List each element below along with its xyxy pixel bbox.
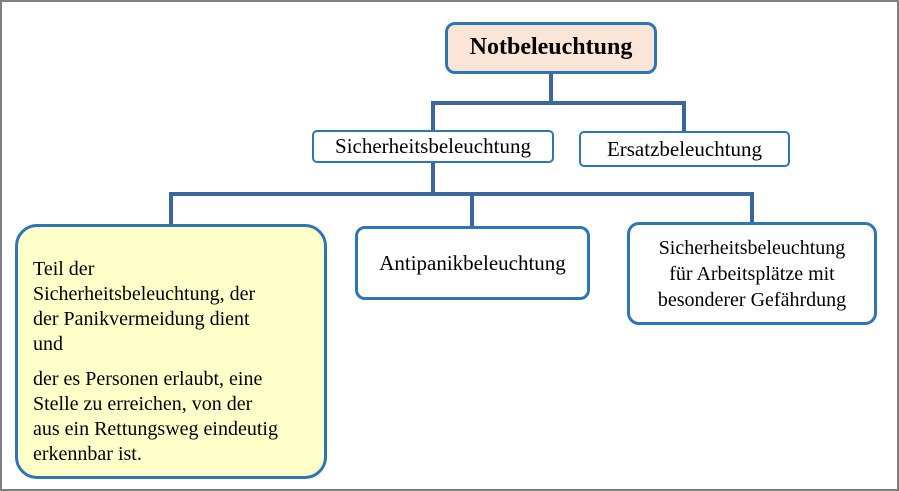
node-sicherheitsbeleuchtung-label: Sicherheitsbeleuchtung bbox=[335, 134, 531, 159]
connector-drop-sicherheitsbeleuchtung bbox=[431, 101, 435, 131]
node-notbeleuchtung-label: Notbeleuchtung bbox=[469, 34, 633, 61]
node-arbeitsplaetze: Sicherheitsbeleuchtung für Arbeitsplätze… bbox=[627, 222, 877, 325]
note-p1-line: Sicherheitsbeleuchtung, der bbox=[33, 283, 256, 305]
note-p2-line: aus ein Rettungsweg eindeutig bbox=[33, 418, 278, 440]
connector-drop-ersatzbeleuchtung bbox=[682, 101, 686, 132]
note-paragraph-1: Teil der Sicherheitsbeleuchtung, der der… bbox=[33, 257, 312, 357]
note-p2-line: der es Personen erlaubt, eine bbox=[33, 368, 263, 390]
connector-level2-horizontal bbox=[431, 101, 686, 105]
connector-sicherheitsbeleuchtung-drop bbox=[431, 162, 435, 195]
connector-root-drop bbox=[549, 74, 553, 104]
connector-drop-arbeitsplaetze bbox=[750, 192, 754, 223]
node-arbeitsplaetze-line: für Arbeitsplätze mit bbox=[669, 262, 835, 285]
node-arbeitsplaetze-line: Sicherheitsbeleuchtung bbox=[658, 236, 846, 259]
note-p1-line: der Panikvermeidung dient bbox=[33, 308, 250, 330]
connector-drop-antipanik bbox=[470, 192, 474, 227]
note-paragraph-2: der es Personen erlaubt, eine Stelle zu … bbox=[33, 367, 312, 467]
node-ersatzbeleuchtung-label: Ersatzbeleuchtung bbox=[606, 136, 763, 161]
node-ersatzbeleuchtung: Ersatzbeleuchtung bbox=[579, 131, 790, 167]
note-p2-line: Stelle zu erreichen, von der bbox=[33, 393, 253, 415]
connector-drop-note bbox=[169, 192, 173, 225]
note-p1-line: Teil der bbox=[33, 258, 95, 280]
note-p1-line: und bbox=[33, 333, 63, 355]
node-antipanikbeleuchtung: Antipanikbeleuchtung bbox=[355, 226, 590, 300]
connector-level3-horizontal bbox=[169, 192, 754, 196]
node-arbeitsplaetze-line: besonderer Gefährdung bbox=[657, 288, 847, 311]
note-p2-line: erkennbar ist. bbox=[33, 443, 142, 465]
node-definition-note: Teil der Sicherheitsbeleuchtung, der der… bbox=[15, 224, 327, 479]
node-antipanikbeleuchtung-label: Antipanikbeleuchtung bbox=[379, 250, 566, 275]
node-notbeleuchtung: Notbeleuchtung bbox=[445, 22, 657, 74]
node-sicherheitsbeleuchtung: Sicherheitsbeleuchtung bbox=[312, 130, 554, 163]
